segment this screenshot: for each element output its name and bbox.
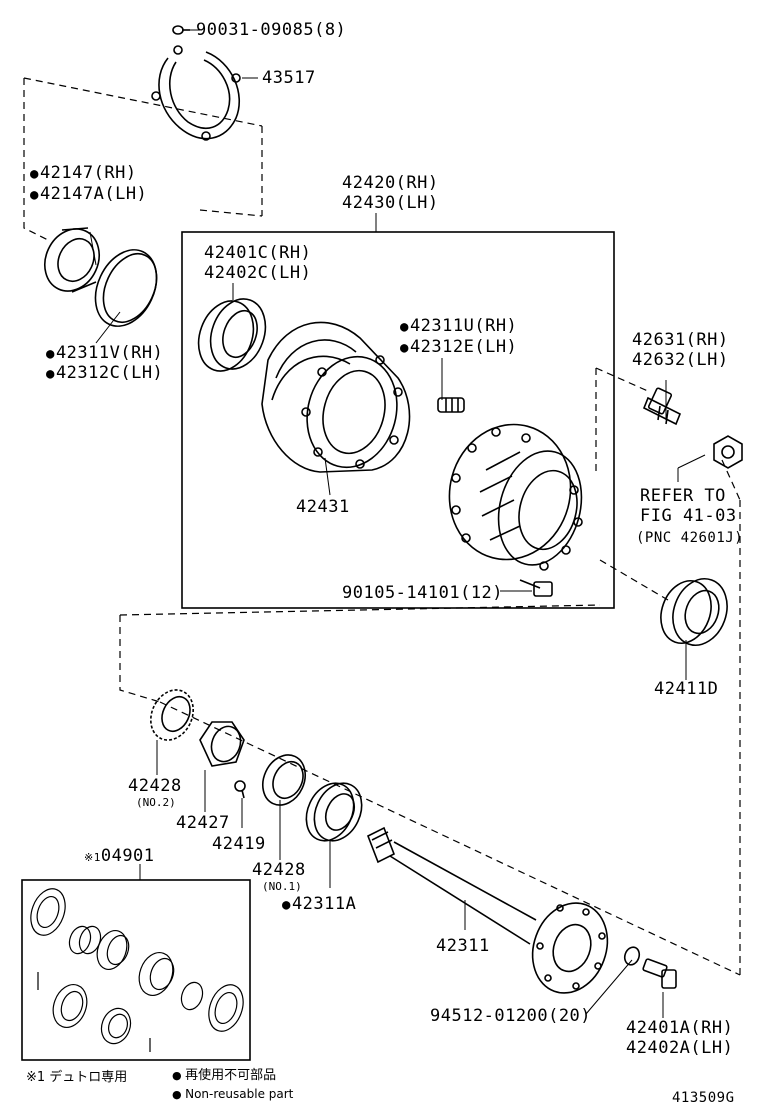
part-label-ring-lh: 42312C(LH) <box>46 363 163 384</box>
cover-plate-shape <box>151 45 241 141</box>
kit-contents-shape <box>30 888 244 1052</box>
part-label-wheel-bolt-rh: 42631(RH) <box>632 330 729 350</box>
kit-number: 04901 <box>100 846 155 866</box>
part-label-cover: 43517 <box>262 68 316 88</box>
wheel-bolt-shape <box>642 387 682 426</box>
part-label-nut: 42427 <box>176 813 230 833</box>
legend-nonreuse-en: ● Non-reusable part <box>172 1087 294 1101</box>
kit-mark: ※1 <box>84 851 101 864</box>
screw-shape <box>234 780 246 799</box>
thrust-washer-shape <box>262 754 306 806</box>
part-label-hub-assy-lh: 42430(LH) <box>342 193 439 213</box>
part-label-hub-bolt: 90105-14101(12) <box>342 583 504 603</box>
part-label-axle-bolt-lh: 42402A(LH) <box>626 1038 734 1058</box>
refer-text-line2: FIG 41-03 <box>640 506 737 526</box>
part-note-no2: (NO.2) <box>136 796 176 809</box>
part-label-inner-bearing: 42411D <box>654 679 719 699</box>
part-label-kit: ※104901 <box>84 846 155 866</box>
outer-seal-shape <box>44 227 100 293</box>
hub-shape <box>448 423 583 571</box>
axle-bolt-shape <box>642 958 677 989</box>
part-label-drum: 42431 <box>296 497 350 517</box>
oil-seal-shape <box>305 782 363 842</box>
part-label-axle-bolt-rh: 42401A(RH) <box>626 1018 734 1038</box>
part-label-screw: 42419 <box>212 834 266 854</box>
part-label-washer-no2: 42428 <box>128 776 182 796</box>
hub-assembly-box <box>181 231 615 609</box>
dashed-assembly-lines <box>23 77 741 976</box>
stud-shape <box>437 397 465 413</box>
part-label-hub-assy-rh: 42420(RH) <box>342 173 439 193</box>
part-label-oil-seal: 42311A <box>282 894 356 915</box>
small-washer-shape <box>623 946 641 966</box>
part-label-bearing-lh: 42402C(LH) <box>204 263 312 283</box>
part-label-washer: 94512-01200(20) <box>430 1006 592 1026</box>
part-label-ring-rh: 42311V(RH) <box>46 343 163 364</box>
part-label-bolt: 90031-09085(8) <box>196 20 347 40</box>
refer-text-line1: REFER TO <box>640 486 726 506</box>
ring-shape <box>94 249 158 327</box>
part-note-no1: (NO.1) <box>262 880 302 893</box>
axle-shaft-shape <box>366 826 609 994</box>
wheel-nut-shape <box>713 435 743 469</box>
brake-drum-shape <box>261 321 411 473</box>
part-label-bearing-rh: 42401C(RH) <box>204 243 312 263</box>
refer-text-line3: (PNC 42601J) <box>636 530 744 546</box>
part-label-axle-shaft: 42311 <box>436 936 490 956</box>
part-label-stud-rh: 42311U(RH) <box>400 316 517 337</box>
legend-nonreuse-jp: ● 再使用不可部品 <box>172 1068 277 1083</box>
outer-bearing-shape <box>197 298 267 372</box>
part-label-outer-seal-lh: 42147A(LH) <box>30 184 147 205</box>
kit-box <box>21 879 251 1061</box>
inner-bearing-shape <box>660 578 728 646</box>
part-label-stud-lh: 42312E(LH) <box>400 337 517 358</box>
part-label-outer-seal-rh: 42147(RH) <box>30 163 137 184</box>
legend-kit-note: ※1 デュトロ専用 <box>26 1070 128 1085</box>
part-label-wheel-bolt-lh: 42632(LH) <box>632 350 729 370</box>
leader-lines <box>89 29 706 1018</box>
top-bolt-shape <box>172 25 190 35</box>
lock-washer-shape <box>150 689 194 741</box>
lock-nut-shape <box>199 721 245 767</box>
figure-code: 413509G <box>672 1090 735 1106</box>
hub-bolt-shape <box>519 579 553 597</box>
part-label-washer-no1: 42428 <box>252 860 306 880</box>
